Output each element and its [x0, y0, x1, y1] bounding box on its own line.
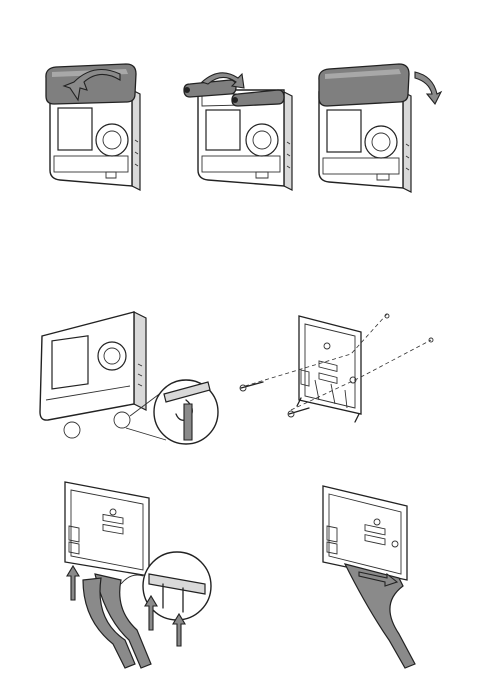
- step-remove-cover: [40, 60, 155, 200]
- dial-knob: [98, 342, 126, 370]
- dial-knob: [96, 124, 128, 156]
- display-screen: [327, 110, 361, 152]
- thermostat-cover-closed-illustration: [315, 58, 445, 200]
- dial-knob: [365, 126, 397, 158]
- step-secure-strap: [315, 484, 425, 670]
- up-arrow-icon: [67, 566, 79, 600]
- backplate-mounting-illustration: [235, 310, 440, 430]
- thermostat-battery-illustration: [180, 60, 300, 200]
- device-release-illustration: [30, 300, 230, 450]
- strap-routing-illustration: [55, 480, 215, 670]
- step-insert-batteries: [180, 60, 300, 200]
- display-screen: [206, 110, 240, 150]
- clip-callout-right: [114, 412, 130, 428]
- back-plate: [323, 486, 407, 580]
- step-close-cover: [315, 58, 445, 200]
- screwdriver-icon: [184, 404, 192, 440]
- battery-cover: [319, 64, 409, 106]
- cover-rotate-arrow: [415, 72, 441, 104]
- screw-icon: [240, 382, 263, 391]
- back-plate: [297, 316, 361, 422]
- battery-terminal-icon: [184, 87, 190, 93]
- display-screen: [58, 108, 92, 150]
- clip-callout-left: [64, 422, 80, 438]
- device-body: [319, 92, 411, 192]
- thermostat-cover-open-illustration: [40, 60, 155, 200]
- battery-cover: [46, 64, 136, 104]
- device-body: [40, 312, 146, 420]
- device-body: [50, 90, 140, 190]
- step-release-clips: [30, 300, 230, 450]
- step-mount-backplate: [235, 310, 440, 430]
- strap-secured-illustration: [315, 484, 425, 670]
- dial-knob: [246, 124, 278, 156]
- battery-terminal-icon: [232, 97, 238, 103]
- back-plate: [65, 482, 149, 576]
- step-route-strap: [55, 480, 215, 670]
- screw-icon: [288, 408, 309, 417]
- display-screen: [52, 336, 88, 389]
